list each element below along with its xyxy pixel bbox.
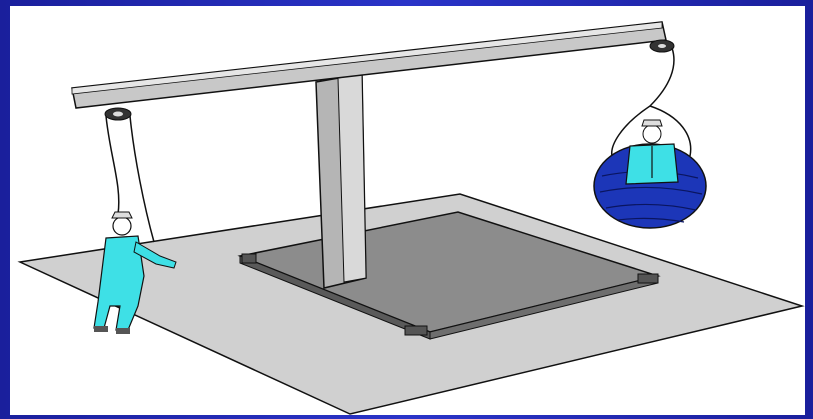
lever-beam xyxy=(72,22,666,108)
pulley-icon xyxy=(650,40,674,52)
center-post xyxy=(316,74,366,288)
lever-illustration xyxy=(10,6,805,415)
weight-bag-icon xyxy=(594,120,706,228)
illustration-canvas xyxy=(10,6,805,415)
pulley-icon xyxy=(105,108,131,120)
